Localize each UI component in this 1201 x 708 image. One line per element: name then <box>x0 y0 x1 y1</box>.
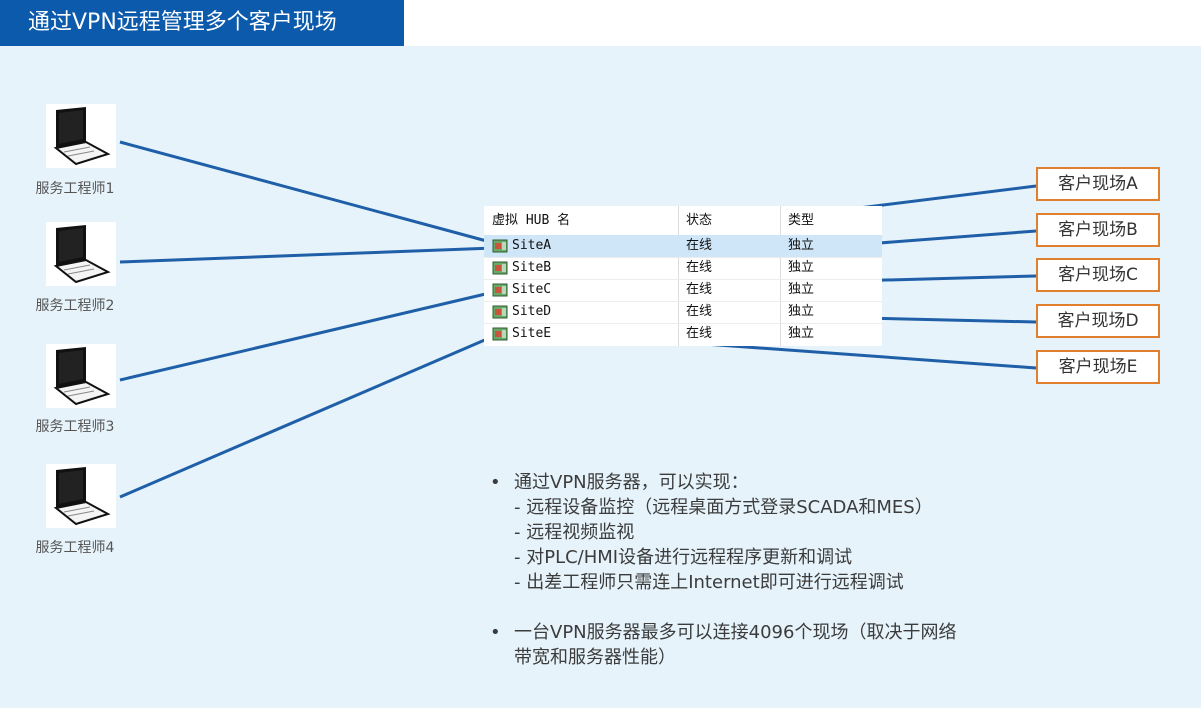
hub-type: 独立 <box>788 304 815 319</box>
hub-status: 在线 <box>686 282 713 297</box>
hub-status: 在线 <box>686 304 713 319</box>
hub-name: SiteD <box>512 304 552 319</box>
site-box-a: 客户现场A <box>1036 167 1160 201</box>
hub-status: 在线 <box>686 326 713 341</box>
row-separator <box>484 279 882 280</box>
column-separator <box>780 206 781 346</box>
header-status: 状态 <box>686 213 713 228</box>
hub-name: SiteE <box>512 326 552 341</box>
hub-status: 在线 <box>686 238 713 253</box>
engineer-label: 服务工程师3 <box>35 419 115 435</box>
table-row[interactable]: SiteA 在线 独立 <box>484 235 882 257</box>
virtual-hub-icon <box>492 239 508 253</box>
bullet-dot: • <box>490 472 501 493</box>
bullet-1-item: - 出差工程师只需连上Internet即可进行远程调试 <box>514 572 904 593</box>
bullet-1-item: - 远程视频监视 <box>514 522 635 543</box>
bullet-2-line: 一台VPN服务器最多可以连接4096个现场（取决于网络 <box>514 622 957 643</box>
site-box-d: 客户现场D <box>1036 304 1160 338</box>
row-separator <box>484 301 882 302</box>
header-hub-name: 虚拟 HUB 名 <box>492 213 571 228</box>
virtual-hub-icon <box>492 327 508 341</box>
diagram-background <box>0 46 1201 708</box>
virtual-hub-icon <box>492 283 508 297</box>
hub-type: 独立 <box>788 326 815 341</box>
engineer-label: 服务工程师2 <box>35 298 115 314</box>
page-title: 通过VPN远程管理多个客户现场 <box>0 0 404 46</box>
bullet-1-item: - 远程设备监控（远程桌面方式登录SCADA和MES） <box>514 497 933 518</box>
laptop-icon <box>46 104 116 168</box>
bullet-2-line: 带宽和服务器性能） <box>514 647 676 668</box>
table-row[interactable]: SiteE 在线 独立 <box>484 323 882 345</box>
column-separator <box>678 206 679 346</box>
bullet-1-text: 通过VPN服务器，可以实现： <box>514 472 749 493</box>
table-row[interactable]: SiteD 在线 独立 <box>484 301 882 323</box>
table-header: 虚拟 HUB 名 状态 类型 <box>484 208 882 234</box>
table-row[interactable]: SiteC 在线 独立 <box>484 279 882 301</box>
hub-status: 在线 <box>686 260 713 275</box>
engineer-label: 服务工程师4 <box>35 540 115 556</box>
site-box-b: 客户现场B <box>1036 213 1160 247</box>
bullet-1-item: - 对PLC/HMI设备进行远程程序更新和调试 <box>514 547 853 568</box>
site-box-e: 客户现场E <box>1036 350 1160 384</box>
hub-name: SiteB <box>512 260 552 275</box>
virtual-hub-icon <box>492 305 508 319</box>
row-separator <box>484 323 882 324</box>
bullet-dot: • <box>490 622 501 643</box>
laptop-icon <box>46 464 116 528</box>
site-box-c: 客户现场C <box>1036 258 1160 292</box>
virtual-hub-icon <box>492 261 508 275</box>
hub-name: SiteA <box>512 238 552 253</box>
row-separator <box>484 257 882 258</box>
engineer-label: 服务工程师1 <box>35 181 115 197</box>
hub-type: 独立 <box>788 260 815 275</box>
laptop-icon <box>46 344 116 408</box>
table-row[interactable]: SiteB 在线 独立 <box>484 257 882 279</box>
virtual-hub-table: 虚拟 HUB 名 状态 类型 SiteA 在线 独立 SiteB 在线 独立 S… <box>484 206 882 346</box>
hub-type: 独立 <box>788 282 815 297</box>
laptop-icon <box>46 222 116 286</box>
hub-type: 独立 <box>788 238 815 253</box>
header-type: 类型 <box>788 213 815 228</box>
hub-name: SiteC <box>512 282 552 297</box>
